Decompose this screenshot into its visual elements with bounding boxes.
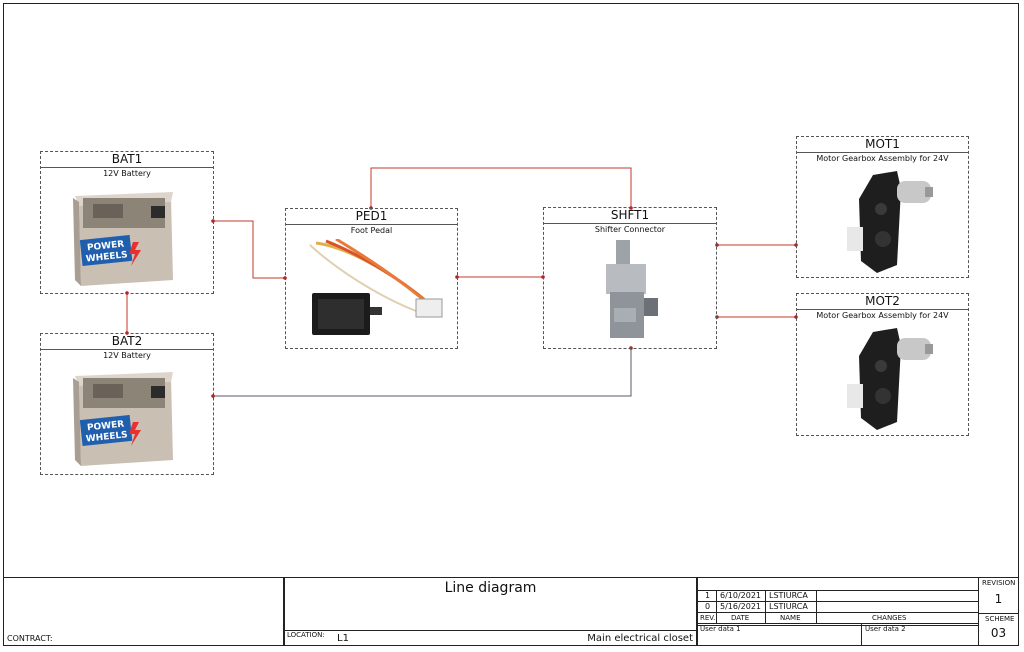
header-date: DATE xyxy=(731,614,750,622)
component-tag: MOT1 xyxy=(797,137,968,153)
component-description: Motor Gearbox Assembly for 24V xyxy=(816,154,949,163)
component-bat2[interactable]: BAT2 12V Battery POWER WHEELS xyxy=(40,333,214,475)
brand-text: WHEELS xyxy=(85,430,128,444)
scheme-label: SCHEME xyxy=(985,615,1015,623)
component-mot1[interactable]: MOT1 Motor Gearbox Assembly for 24V xyxy=(796,136,969,278)
rev-number: 1 xyxy=(705,591,711,600)
revision-label: REVISION xyxy=(982,579,1016,587)
location-label: LOCATION: xyxy=(287,631,325,639)
rev-name: LSTIURCA xyxy=(769,591,808,600)
motor-gearbox-image xyxy=(847,328,933,430)
revision-value: 1 xyxy=(994,592,1003,606)
wire-bat1-ped1 xyxy=(213,220,285,279)
location-cell: LOCATION: L1 Main electrical closet xyxy=(284,630,697,646)
location-value: L1 xyxy=(337,633,349,644)
component-description: Foot Pedal xyxy=(350,226,393,235)
header-rev: REV. xyxy=(700,614,716,622)
motor-gearbox-image xyxy=(847,171,933,273)
contract-cell: CONTRACT: xyxy=(4,578,284,646)
component-tag: SHFT1 xyxy=(544,208,716,224)
rev-date: 6/10/2021 xyxy=(720,591,762,600)
contract-label: CONTRACT: xyxy=(7,634,53,643)
component-description: 12V Battery xyxy=(103,169,151,178)
user-data-2-cell: User data 2 xyxy=(861,623,979,646)
drawing-title: Line diagram xyxy=(444,580,537,596)
brand-text: WHEELS xyxy=(85,250,128,264)
brand-text: POWER xyxy=(87,420,125,434)
battery-image: POWER WHEELS xyxy=(73,192,173,286)
title-cell: Line diagram xyxy=(284,578,697,631)
foot-pedal-image xyxy=(309,239,443,335)
rev-number: 0 xyxy=(705,602,711,611)
user-data-1: User data 1 xyxy=(700,625,741,633)
rev-name: LSTIURCA xyxy=(769,602,808,611)
component-mot2[interactable]: MOT2 Motor Gearbox Assembly for 24V xyxy=(796,293,969,436)
scheme-value: 03 xyxy=(990,626,1007,640)
brand-text: POWER xyxy=(87,240,125,254)
component-description: Motor Gearbox Assembly for 24V xyxy=(816,311,949,320)
header-name: NAME xyxy=(780,614,801,622)
component-tag: PED1 xyxy=(286,209,457,225)
shifter-image xyxy=(606,240,658,338)
wire-bat2-shft1 xyxy=(213,348,632,397)
component-shft1[interactable]: SHFT1 Shifter Connector xyxy=(543,207,717,349)
component-bat1[interactable]: BAT1 12V Battery POWER WHEELS xyxy=(40,151,214,294)
user-data-1-cell: User data 1 xyxy=(697,623,862,646)
rev-date: 5/16/2021 xyxy=(720,602,762,611)
component-description: Shifter Connector xyxy=(594,225,666,234)
battery-image: POWER WHEELS xyxy=(73,372,173,466)
header-changes: CHANGES xyxy=(872,614,907,622)
component-tag: BAT2 xyxy=(41,334,213,350)
component-description: 12V Battery xyxy=(103,351,151,360)
title-block: CONTRACT: Line diagram LOCATION: L1 Main… xyxy=(4,577,1018,646)
component-tag: BAT1 xyxy=(41,152,213,168)
component-ped1[interactable]: PED1 Foot Pedal xyxy=(285,208,458,349)
scheme-cell: SCHEME 03 xyxy=(978,613,1018,646)
revision-cell: REVISION 1 xyxy=(978,578,1018,614)
wire-ped1-shft1-top xyxy=(370,167,632,208)
component-tag: MOT2 xyxy=(797,294,968,310)
user-data-2: User data 2 xyxy=(865,625,906,633)
place-name: Main electrical closet xyxy=(587,633,693,644)
